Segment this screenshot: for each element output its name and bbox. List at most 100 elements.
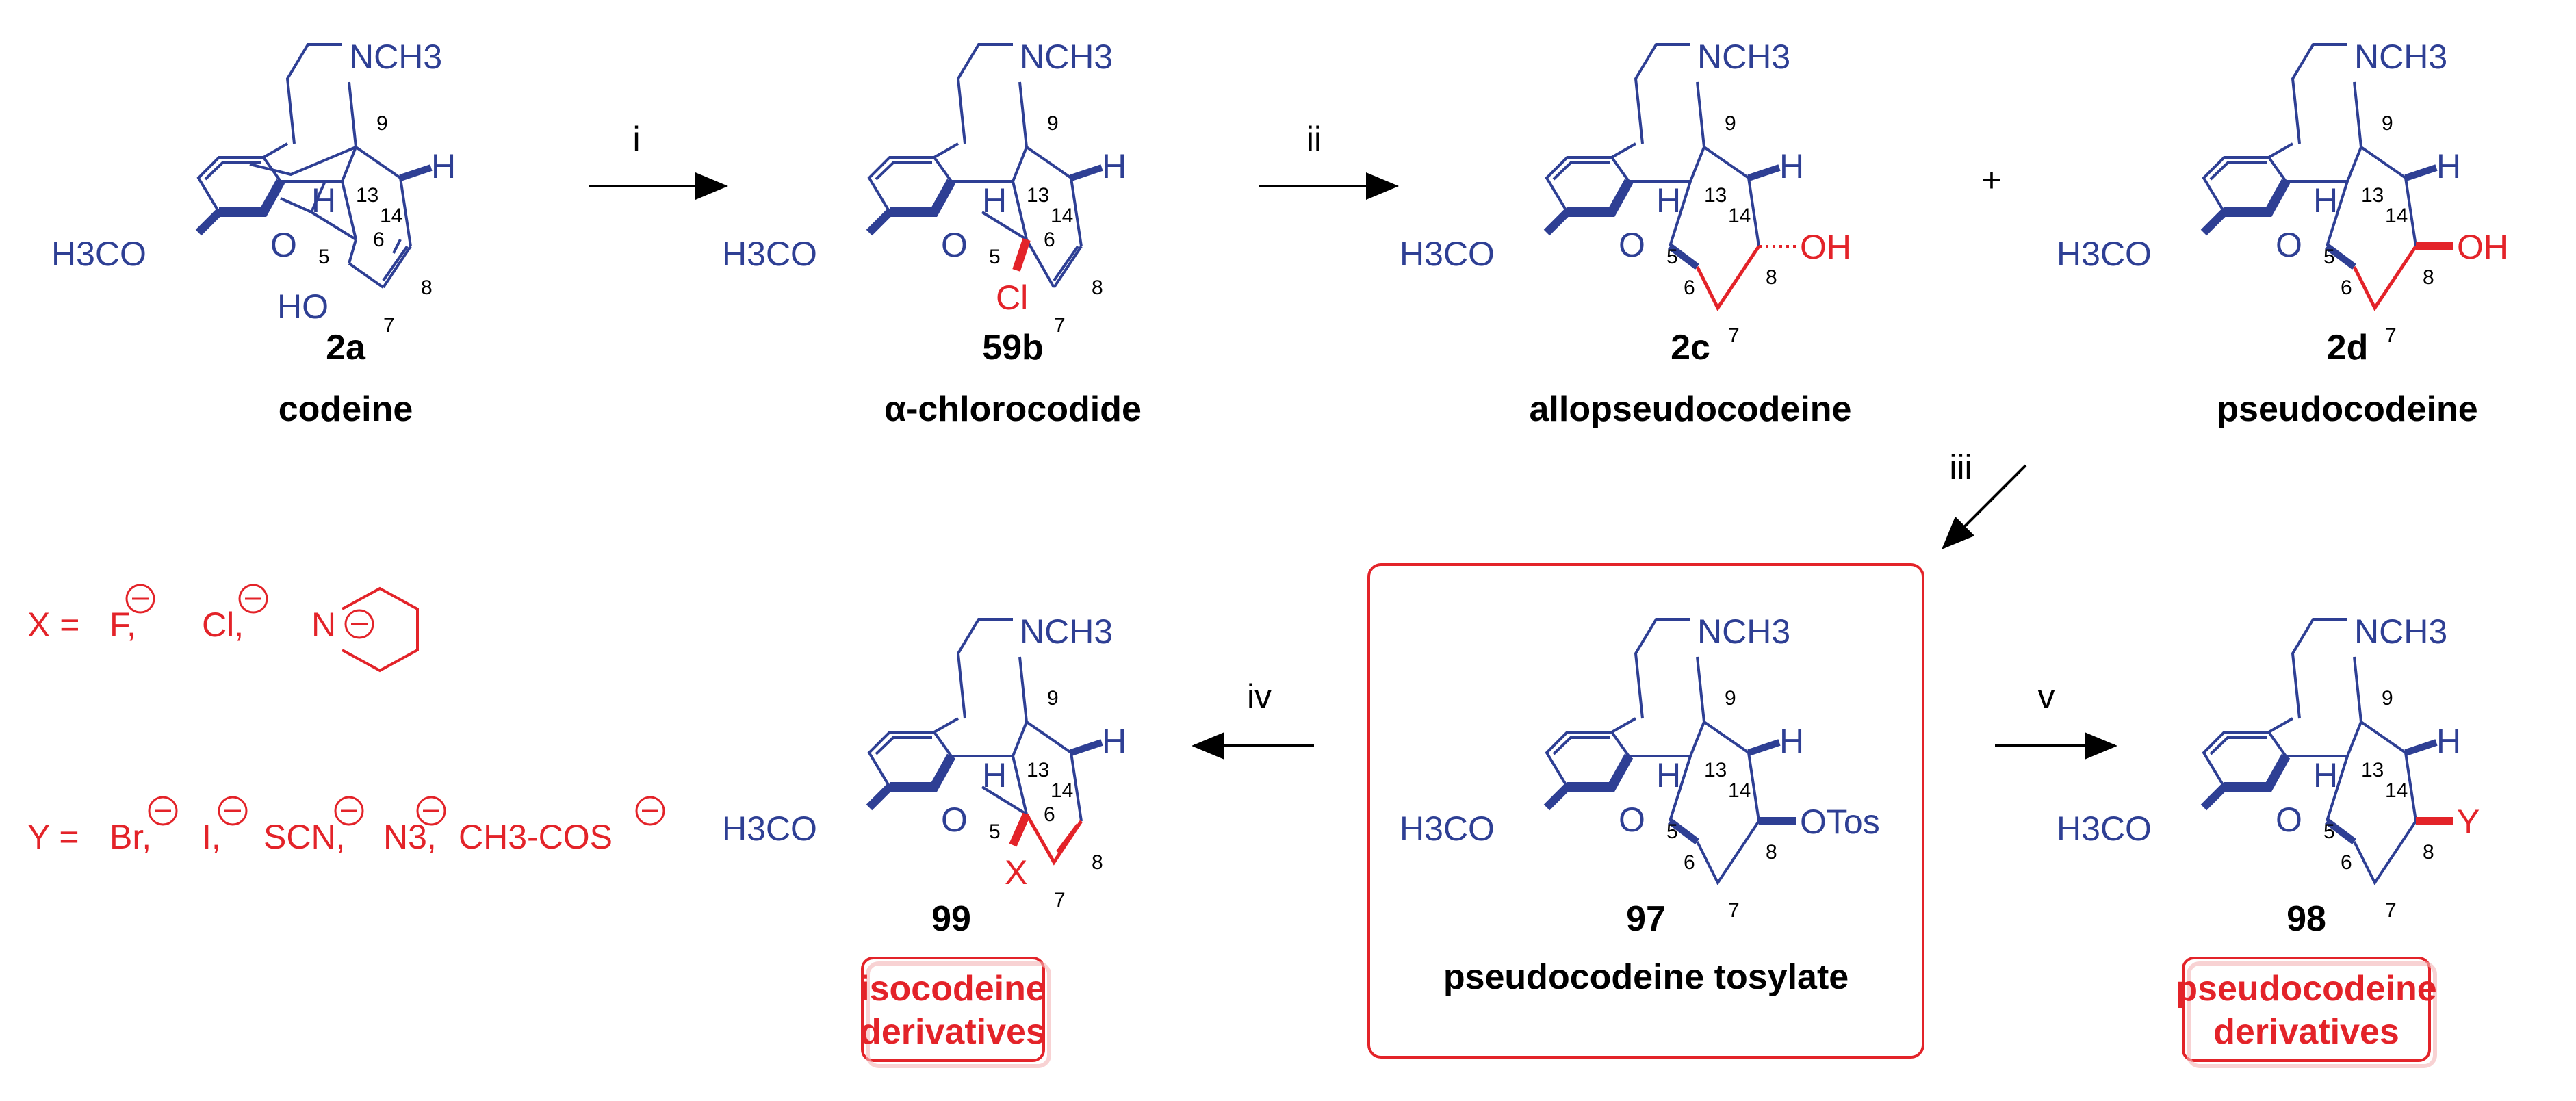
svg-text:H3CO: H3CO xyxy=(722,809,817,848)
svg-text:α-chlorocodide: α-chlorocodide xyxy=(884,389,1142,429)
svg-text:CH3-COS: CH3-COS xyxy=(459,818,613,856)
svg-text:97: 97 xyxy=(1626,899,1666,939)
svg-text:59b: 59b xyxy=(982,328,1044,367)
svg-text:pseudocodeine tosylate: pseudocodeine tosylate xyxy=(1443,957,1849,997)
svg-text:H: H xyxy=(982,756,1007,794)
svg-text:13: 13 xyxy=(1027,759,1049,781)
svg-text:7: 7 xyxy=(383,314,395,337)
svg-text:H: H xyxy=(982,181,1007,220)
svg-text:14: 14 xyxy=(1728,779,1751,802)
svg-text:H: H xyxy=(1656,181,1681,220)
svg-text:H3CO: H3CO xyxy=(51,235,146,273)
svg-text:NCH3: NCH3 xyxy=(1020,38,1113,76)
svg-text:9: 9 xyxy=(1047,112,1059,135)
svg-text:NCH3: NCH3 xyxy=(2354,38,2447,76)
svg-text:H: H xyxy=(431,147,456,185)
svg-text:derivatives: derivatives xyxy=(860,1012,1046,1052)
svg-text:H: H xyxy=(2313,756,2338,794)
pseudocodeine-derivatives-box xyxy=(2182,957,2431,1062)
svg-text:H: H xyxy=(1779,147,1804,185)
svg-text:Br,: Br, xyxy=(110,818,151,856)
svg-text:H3CO: H3CO xyxy=(1400,809,1495,848)
svg-text:9: 9 xyxy=(2382,687,2393,710)
svg-text:13: 13 xyxy=(1704,759,1727,781)
svg-text:NCH3: NCH3 xyxy=(1697,612,1790,651)
svg-text:7: 7 xyxy=(2385,899,2397,922)
substituent-ho: HO xyxy=(277,287,329,326)
svg-text:6: 6 xyxy=(1044,803,1055,826)
y-definition: Y = Br, I, SCN, N3, CH3-COS xyxy=(27,796,665,856)
svg-text:H: H xyxy=(2436,722,2461,760)
svg-text:H: H xyxy=(1102,147,1126,185)
svg-text:5: 5 xyxy=(2323,246,2335,268)
svg-text:8: 8 xyxy=(421,276,433,299)
svg-text:6: 6 xyxy=(373,229,385,251)
svg-text:H: H xyxy=(1102,722,1126,760)
svg-text:F,: F, xyxy=(110,606,136,644)
svg-text:O: O xyxy=(941,226,968,264)
svg-text:6: 6 xyxy=(2341,851,2352,874)
svg-text:NCH3: NCH3 xyxy=(1020,612,1113,651)
tosylate-box xyxy=(1367,563,1924,1059)
svg-text:8: 8 xyxy=(2423,266,2434,289)
structure-allopseudocodeine: NCH3 9 13 14 H H O 5 6 8 7 H3CO OH xyxy=(1400,38,1851,347)
svg-text:O: O xyxy=(941,801,968,839)
x-definition: X = F, Cl, N xyxy=(27,584,419,673)
svg-text:8: 8 xyxy=(2423,841,2434,864)
compound-name-codeine: codeine xyxy=(279,389,413,429)
svg-text:H: H xyxy=(1779,722,1804,760)
structure-chlorocodide: NCH3 9 13 14 H H O 5 6 8 7 H3CO Cl xyxy=(722,38,1126,337)
svg-text:13: 13 xyxy=(2361,184,2384,207)
svg-text:I,: I, xyxy=(202,818,221,856)
svg-text:6: 6 xyxy=(2341,276,2352,299)
svg-text:ii: ii xyxy=(1306,120,1322,158)
svg-text:Cl,: Cl, xyxy=(202,606,244,644)
structure-pseudocodeine-derivatives: NCH3 9 13 14 H H O 5 6 8 7 H3CO Y xyxy=(2057,612,2480,922)
svg-text:isocodeine: isocodeine xyxy=(860,969,1046,1009)
svg-text:13: 13 xyxy=(356,184,378,207)
svg-text:14: 14 xyxy=(1051,779,1073,802)
svg-text:2d: 2d xyxy=(2327,328,2369,367)
svg-text:NCH3: NCH3 xyxy=(1697,38,1790,76)
svg-text:14: 14 xyxy=(1051,205,1073,227)
svg-text:14: 14 xyxy=(380,205,402,227)
svg-text:2c: 2c xyxy=(1671,328,1710,367)
svg-text:7: 7 xyxy=(1728,899,1740,922)
svg-text:OH: OH xyxy=(2457,228,2508,266)
svg-text:9: 9 xyxy=(2382,112,2393,135)
svg-text:Y =: Y = xyxy=(27,818,79,856)
svg-text:9: 9 xyxy=(1047,687,1059,710)
svg-text:6: 6 xyxy=(1684,851,1695,874)
svg-text:5: 5 xyxy=(989,820,1001,843)
isocodeine-box xyxy=(861,957,1045,1062)
svg-text:O: O xyxy=(1619,801,1645,839)
reagent-i: i xyxy=(632,120,640,158)
nme-label: NCH3 xyxy=(349,38,442,76)
svg-text:allopseudocodeine: allopseudocodeine xyxy=(1530,389,1852,429)
svg-text:H3CO: H3CO xyxy=(1400,235,1495,273)
svg-text:H3CO: H3CO xyxy=(2057,809,2152,848)
plus-sign: + xyxy=(1981,161,2001,199)
svg-text:6: 6 xyxy=(1684,276,1695,299)
svg-text:H: H xyxy=(1656,756,1681,794)
arrow-iii xyxy=(1942,464,2027,549)
structure-isocodeine-derivatives: NCH3 9 13 14 H H O 5 6 8 7 H3CO X xyxy=(722,612,1126,911)
svg-text:9: 9 xyxy=(1725,112,1736,135)
svg-text:9: 9 xyxy=(376,112,388,135)
svg-text:13: 13 xyxy=(1027,184,1049,207)
svg-text:X =: X = xyxy=(27,606,79,644)
svg-text:O: O xyxy=(2276,801,2302,839)
svg-text:13: 13 xyxy=(1704,184,1727,207)
svg-text:O: O xyxy=(1619,226,1645,264)
svg-text:5: 5 xyxy=(989,246,1001,268)
svg-text:derivatives: derivatives xyxy=(2213,1012,2399,1052)
structure-pseudocodeine: NCH3 9 13 14 H H O 5 6 8 7 H3CO OH xyxy=(2057,38,2508,347)
svg-text:NCH3: NCH3 xyxy=(2354,612,2447,651)
svg-text:H: H xyxy=(2313,181,2338,220)
svg-text:7: 7 xyxy=(2385,324,2397,347)
svg-text:98: 98 xyxy=(2287,899,2326,939)
svg-text:OTos: OTos xyxy=(1800,803,1880,841)
svg-text:5: 5 xyxy=(2323,820,2335,843)
svg-text:14: 14 xyxy=(2385,205,2408,227)
